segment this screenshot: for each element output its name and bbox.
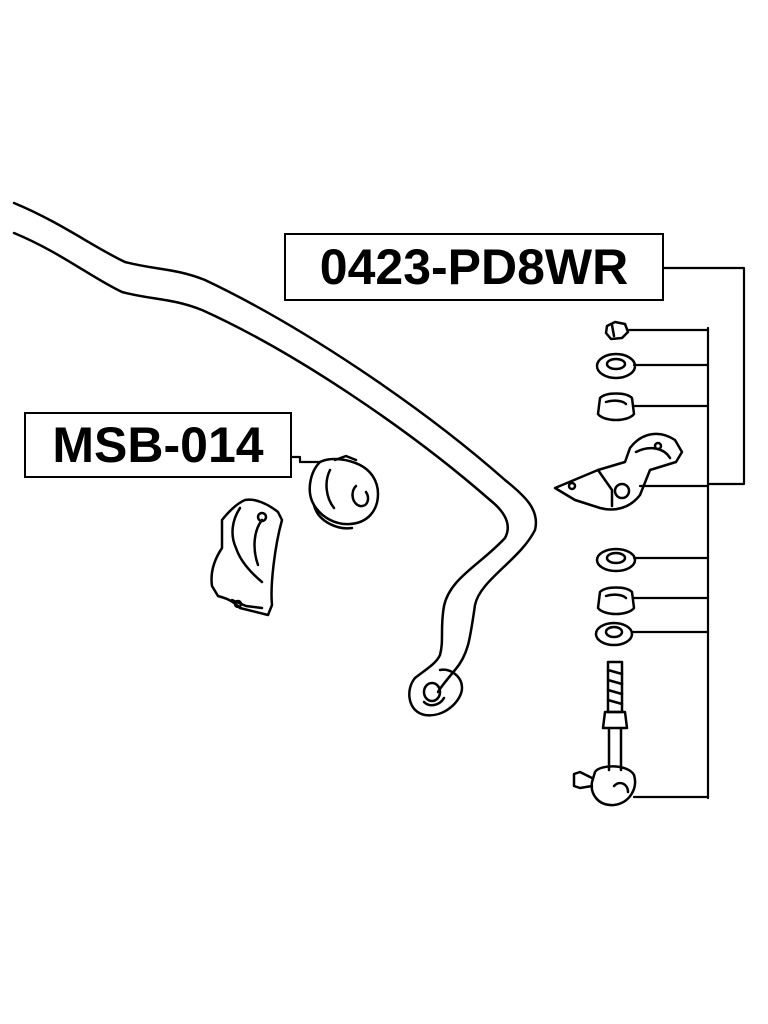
link-bushing-lower [596, 586, 636, 616]
stabilizer-bar [12, 201, 538, 717]
link-washer-lower [594, 621, 634, 647]
stabilizer-bushing [308, 454, 380, 530]
stabilizer-link-part-number: 0423-PD8WR [284, 233, 664, 301]
link-mounting-bracket [553, 432, 684, 511]
link-washer-middle [595, 547, 637, 573]
link-washer-upper [595, 352, 637, 380]
leader-lines [288, 266, 746, 800]
link-bushing-upper [596, 392, 636, 422]
link-nut [604, 320, 630, 341]
stabilizer-bushing-part-number: MSB-014 [24, 412, 292, 478]
link-rod [572, 660, 637, 807]
bushing-bracket [210, 498, 284, 617]
